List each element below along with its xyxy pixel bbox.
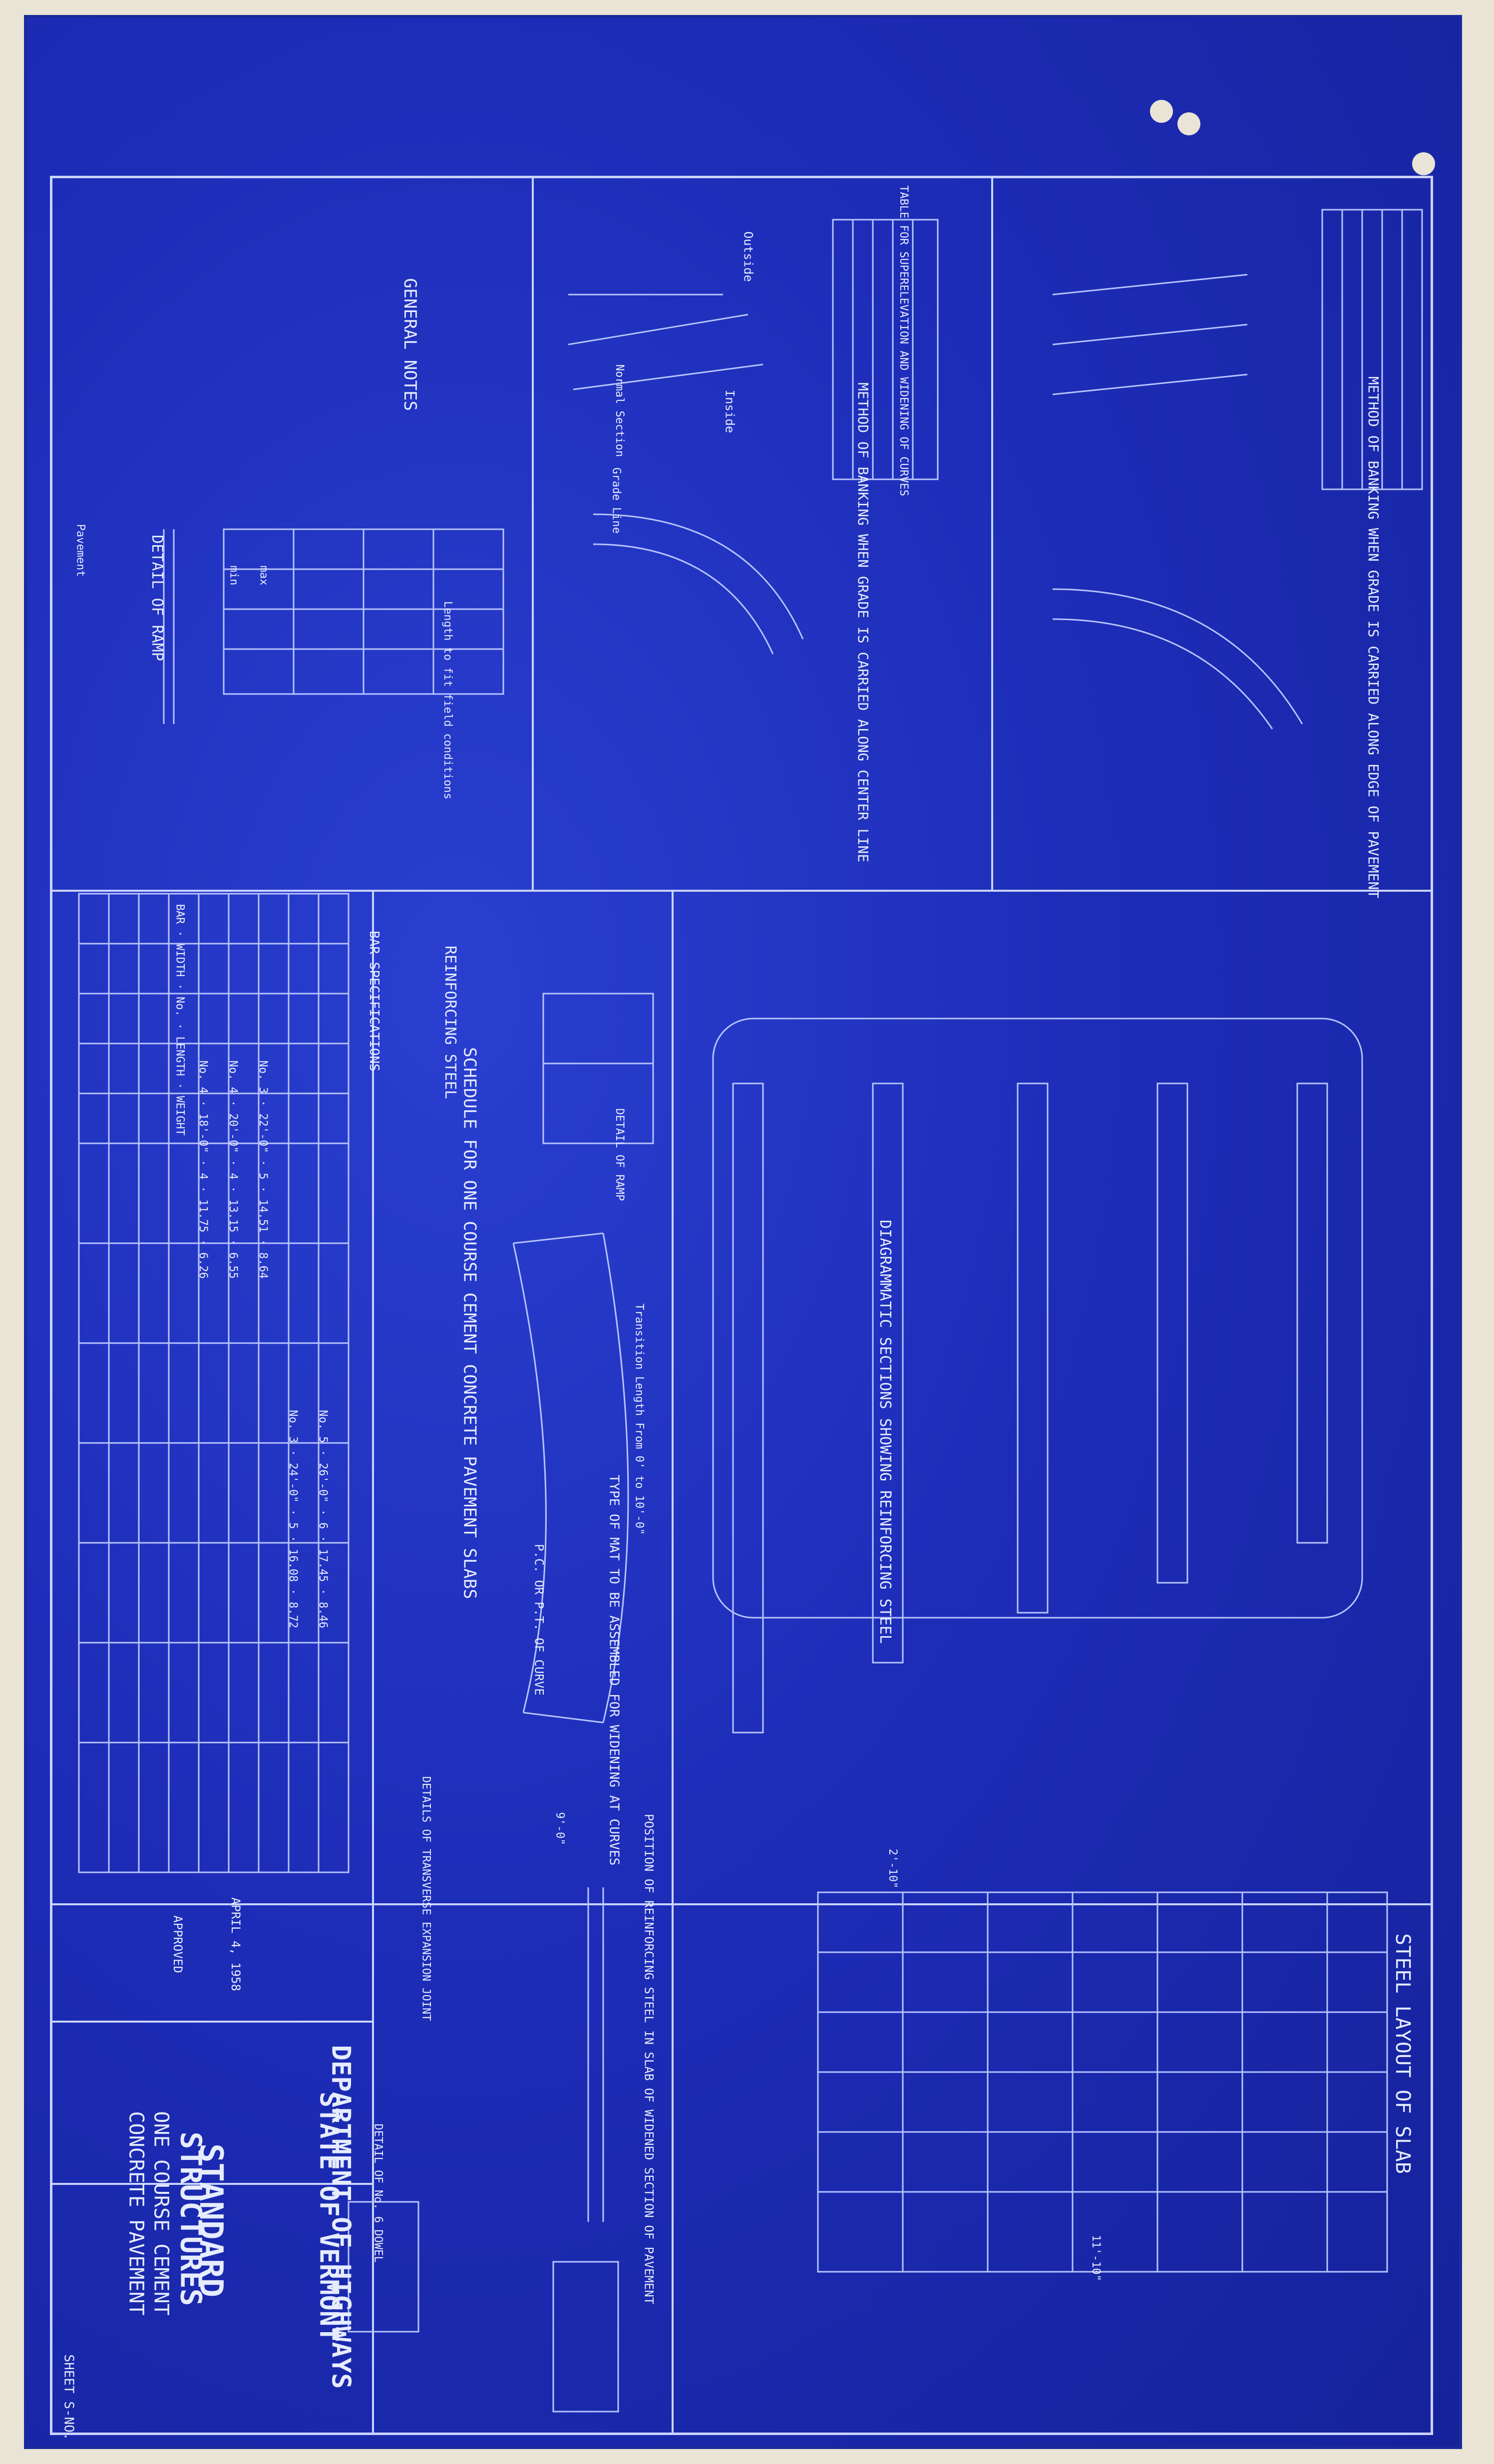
bar-specs-title: BAR SPECIFICATIONS	[366, 931, 381, 1071]
position-steel-title: POSITION OF REINFORCING STEEL IN SLAB OF…	[642, 1813, 656, 2305]
approved-date: APRIL 4, 1958	[228, 1897, 243, 1991]
widening-table-title: TABLE FOR SUPERELEVATION AND WIDENING OF…	[897, 185, 910, 496]
schedule-header: BAR · WIDTH · No. · LENGTH · WEIGHT	[173, 904, 186, 1136]
diagrammatic-title: DIAGRAMMATIC SECTIONS SHOWING REINFORCIN…	[876, 1220, 894, 1644]
punch-hole	[1412, 152, 1435, 175]
banking-edge-title: METHOD OF BANKING WHEN GRADE IS CARRIED …	[1365, 376, 1382, 899]
title-subject-2: CONCRETE PAVEMENT	[124, 2111, 148, 2316]
divider-v	[672, 1903, 674, 2435]
approved-label: APPROVED	[170, 1915, 185, 1973]
schedule-row: No. 3 · 24'-0" · 5 · 16.08 · 8.72	[287, 1409, 300, 1629]
sheet-number: SHEET S-NO. 35	[61, 2354, 76, 2449]
label-grade-line: Grade Line	[610, 467, 623, 534]
ramp-detail-2-title: DETAIL OF RAMP	[613, 1108, 626, 1201]
label-min: min	[227, 565, 240, 586]
label-length-fit: Length to fit field conditions	[441, 601, 454, 800]
label-outside: Outside	[741, 231, 755, 282]
drawing-linework	[78, 209, 1423, 2413]
punch-hole	[1177, 112, 1200, 135]
banking-center-title: METHOD OF BANKING WHEN GRADE IS CARRIED …	[854, 382, 871, 862]
general-notes-title: GENERAL NOTES	[400, 278, 420, 411]
label-dim-2-10: 2'-10"	[886, 1848, 899, 1889]
divider-v	[532, 178, 534, 890]
divider-v	[991, 178, 993, 890]
reinforcing-title: REINFORCING STEEL	[441, 945, 459, 1099]
punch-hole	[1150, 100, 1173, 123]
label-inside: Inside	[723, 389, 737, 433]
label-pavement: Pavement	[74, 524, 87, 577]
expansion-joint-title: DETAILS OF TRANSVERSE EXPANSION JOINT	[419, 1776, 432, 2021]
divider-v	[672, 890, 674, 1903]
label-normal-section: Normal Section	[613, 364, 626, 457]
title-structures: STRUCTURES	[174, 2131, 208, 2306]
schedule-row: No. 4 · 18'-0" · 4 · 11.75 · 6.26	[197, 1060, 210, 1279]
divider-h	[52, 1903, 1431, 1905]
label-dim-11-10: 11'-10"	[1089, 2235, 1102, 2281]
label-max: max	[257, 565, 270, 586]
dowel-detail-title: DETAIL OF No. 6 DOWEL	[372, 2123, 384, 2263]
steel-layout-title: STEEL LAYOUT OF SLAB	[1391, 1933, 1414, 2174]
divider-h	[52, 2021, 372, 2023]
label-dim-9-0: 9'-0"	[553, 1812, 566, 1845]
blueprint-sheet: GENERAL NOTES DETAIL OF RAMP METHOD OF B…	[24, 15, 1462, 2449]
schedule-row: No. 3 · 22'-0" · 5 · 14.51 · 8.64	[257, 1060, 270, 1279]
divider-h	[52, 890, 1431, 892]
label-transition: Transition Length From 0' to 10'-0"	[633, 1303, 646, 1535]
schedule-row: No. 5 · 26'-0" · 6 · 17.45 · 8.46	[317, 1409, 330, 1629]
title-subject-1: ONE COURSE CEMENT	[149, 2111, 173, 2316]
schedule-row: No. 4 · 20'-0" · 4 · 13.15 · 6.55	[227, 1060, 240, 1279]
type-mat-title: TYPE OF MAT TO BE ASSEMBLED FOR WIDENING…	[606, 1474, 622, 1866]
drawing-frame	[50, 176, 1433, 2435]
divider-v	[372, 890, 374, 2435]
schedule-title: SCHEDULE FOR ONE COURSE CEMENT CONCRETE …	[459, 1047, 480, 1599]
title-department: DEPARTMENT OF HIGHWAYS	[326, 2045, 356, 2389]
ramp-detail-title: DETAIL OF RAMP	[148, 535, 166, 661]
label-pc: P.C. OR P.T. OF CURVE	[532, 1544, 546, 1696]
divider-h	[52, 2183, 372, 2185]
